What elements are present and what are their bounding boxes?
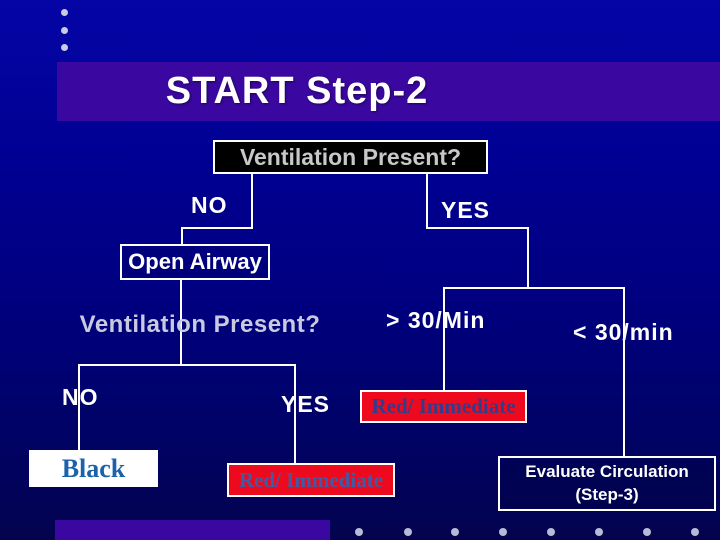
condition-rate-below-30: < 30/min [573, 319, 674, 345]
connector-to-open-airway [181, 227, 183, 245]
bullet-dot-icon [404, 528, 412, 536]
bullet-dot-icon [61, 27, 68, 34]
connector-q2-split [78, 364, 296, 366]
bullet-dot-icon [61, 9, 68, 16]
bottom-accent-bar [55, 520, 330, 540]
bullet-dot-icon [451, 528, 459, 536]
bullet-dot-icon [643, 528, 651, 536]
evaluate-circulation-line2: (Step-3) [575, 484, 639, 504]
branch-label-yes-1: YES [441, 197, 491, 223]
connector-open-airway-down [180, 280, 182, 366]
evaluate-circulation-line1: Evaluate Circulation [525, 461, 689, 481]
bullet-dot-icon [499, 528, 507, 536]
connector-q1-yes-vertical [426, 173, 428, 229]
slide-title: START Step-2 [165, 70, 429, 112]
connector-rate-high-down [443, 287, 445, 390]
connector-yes-down [527, 227, 529, 289]
branch-label-no-1: NO [191, 192, 228, 218]
connector-q2-no-down [78, 364, 80, 450]
bullet-dot-icon [355, 528, 363, 536]
condition-rate-above-30: > 30/Min [386, 307, 486, 333]
outcome-red-immediate-lower: Red/ Immediate [227, 463, 395, 497]
connector-q2-yes-down [294, 364, 296, 463]
connector-q1-no-vertical [251, 173, 253, 228]
next-step-evaluate-circulation: Evaluate Circulation (Step-3) [498, 456, 716, 511]
bullet-dot-icon [547, 528, 555, 536]
outcome-black: Black [29, 450, 158, 487]
branch-label-no-2: NO [62, 384, 99, 410]
title-band: START Step-2 [57, 62, 720, 121]
bullet-dot-icon [691, 528, 699, 536]
bullet-dot-icon [595, 528, 603, 536]
question-ventilation-present-1: Ventilation Present? [213, 140, 488, 174]
question-ventilation-present-2: Ventilation Present? [79, 311, 321, 338]
outcome-red-immediate-upper: Red/ Immediate [360, 390, 527, 423]
connector-q1-no-horizontal [181, 227, 253, 229]
action-open-airway: Open Airway [120, 244, 270, 280]
connector-q1-yes-horizontal [426, 227, 529, 229]
branch-label-yes-2: YES [281, 391, 331, 417]
bullet-dot-icon [61, 44, 68, 51]
connector-rate-split [443, 287, 625, 289]
connector-rate-low-down [623, 287, 625, 456]
